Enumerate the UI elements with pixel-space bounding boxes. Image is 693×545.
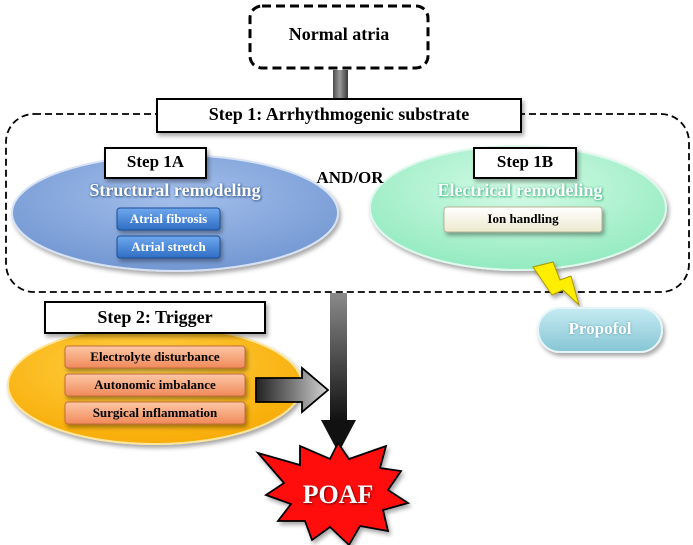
atrial-fibrosis-box [116,207,221,231]
inflammation-box [64,401,246,425]
step1-title: Step 1: Arrhythmogenic substrate [208,104,470,124]
autonomic-label: Autonomic imbalance [94,377,216,392]
step1-title-box [156,98,522,133]
down-arrow-head [321,420,356,453]
right-arrow-icon [255,366,330,414]
electrical-remodeling-heading: Electrical remodeling [437,180,603,200]
step1b-title-box [473,147,577,179]
poaf-starburst [255,441,411,545]
electrolyte-label: Electrolyte disturbance [90,349,220,364]
normal-atria-label: Normal atria [288,24,390,44]
atrial-fibrosis-label: Atrial fibrosis [129,211,208,226]
step1b-title: Step 1B [496,152,554,171]
atrial-stretch-box [116,235,221,259]
and-or-label: AND/OR [316,168,384,187]
step1a-title: Step 1A [126,152,185,171]
poaf-label: POAF [302,480,374,509]
step2-title: Step 2: Trigger [97,307,213,327]
step1a-title-box [104,147,207,179]
normal-atria-box [248,4,430,70]
connector-shaft-main [330,293,347,421]
autonomic-box [64,373,246,397]
ion-handling-box [443,206,603,233]
inflammation-label: Surgical inflammation [92,405,218,420]
atrial-stretch-label: Atrial stretch [131,239,206,254]
propofol-pill [537,307,663,353]
ion-handling-label: Ion handling [487,211,559,226]
connector-shaft-top [333,70,348,106]
electrolyte-box [64,345,246,369]
step2-title-box [44,301,266,334]
lightning-bolt-icon [532,261,580,307]
propofol-label: Propofol [568,319,632,338]
structural-remodeling-heading: Structural remodeling [89,180,261,200]
